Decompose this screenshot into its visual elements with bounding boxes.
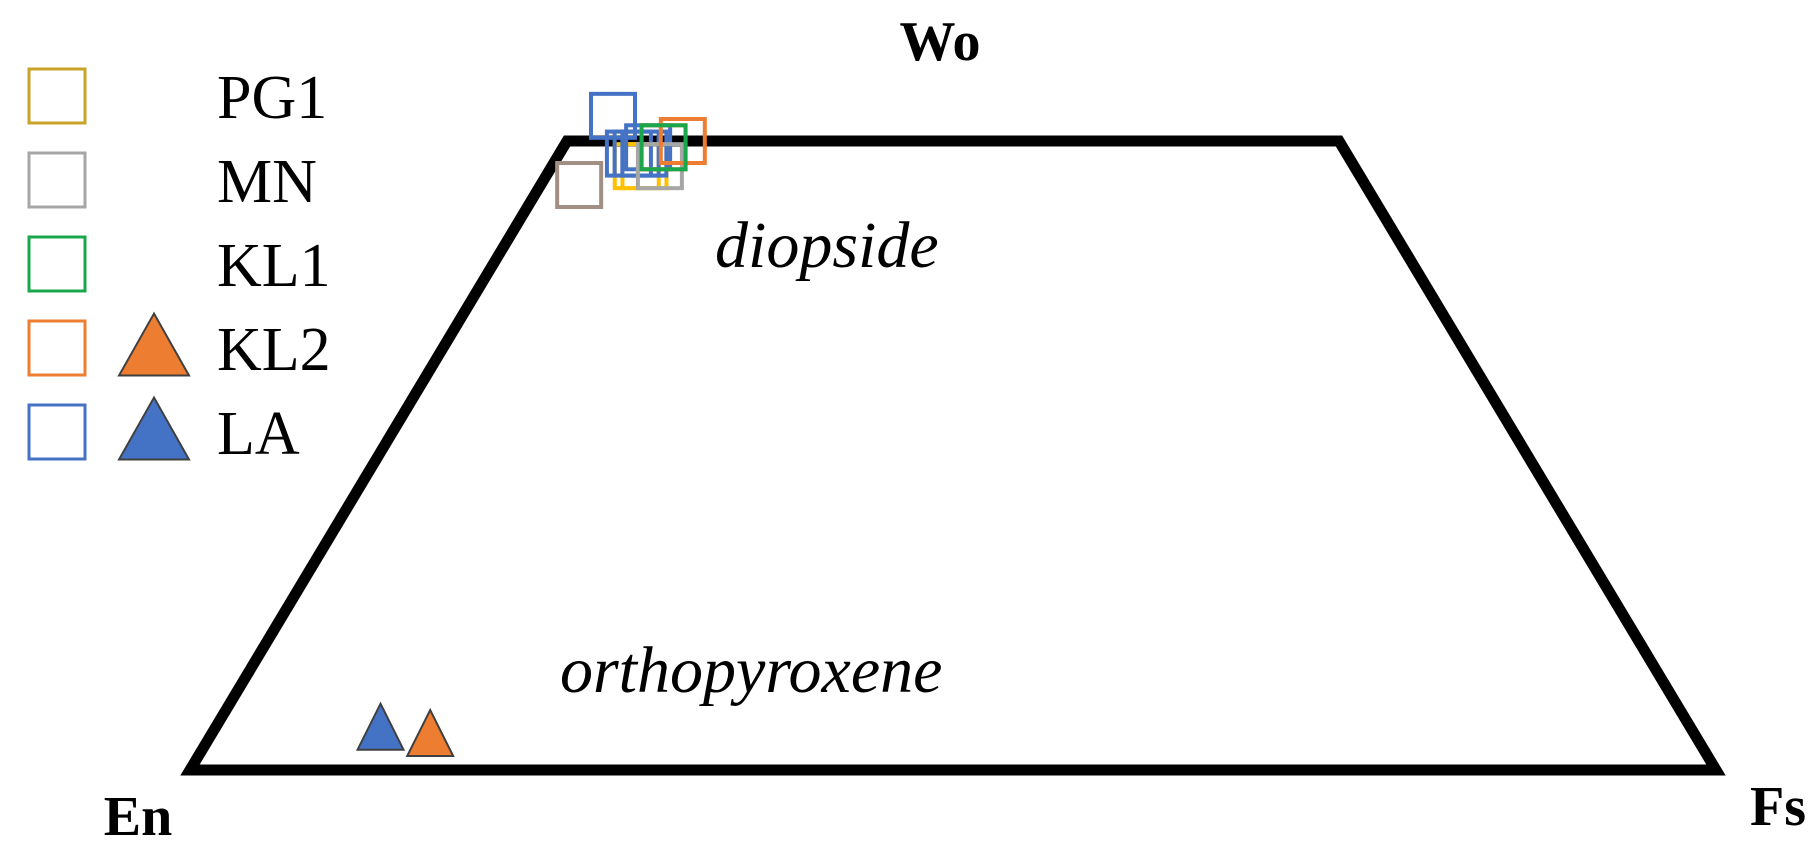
field-label-diopside: diopside [715,209,939,282]
point-la-triangle [355,701,406,751]
data-points [355,91,707,758]
legend-label-kl2: KL2 [217,316,331,384]
point-kl2-square [658,117,707,165]
legend-square-pg1 [27,67,87,125]
legend-label-mn: MN [217,148,317,216]
legend-square-la [27,403,87,461]
point-mn-square [555,161,604,210]
field-label-orthopyroxene: orthopyroxene [560,634,942,707]
legend-label-la: LA [217,400,300,468]
quadrilateral-outline [180,135,1726,776]
legend-square-mn [27,151,87,209]
point-kl2-triangle [405,707,455,758]
point-la-square [588,91,637,140]
legend-square-kl1 [27,235,87,293]
legend-triangle-kl2 [117,311,191,377]
corner-label-en: En [104,786,173,848]
corner-label-wo: Wo [900,11,981,73]
legend-square-kl2 [27,319,87,377]
legend-label-pg1: PG1 [217,64,327,132]
point-kl1-square [639,123,688,172]
corner-label-fs: Fs [1750,776,1806,838]
legend-triangle-la [117,395,191,461]
point-la-square [620,129,669,178]
legend-label-kl1: KL1 [217,232,331,300]
